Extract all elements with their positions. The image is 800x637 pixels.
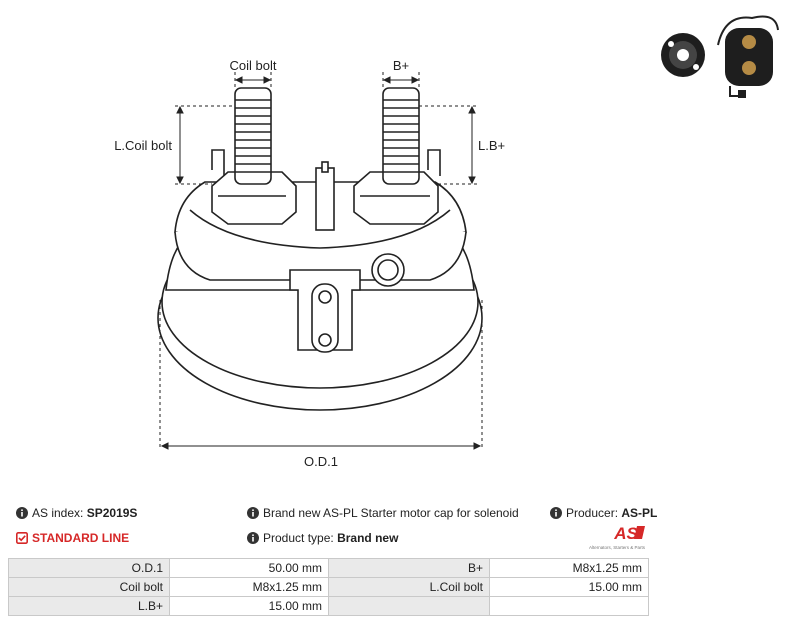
- description-text: Brand new AS-PL Starter motor cap for so…: [263, 506, 519, 520]
- spec-key-cell: Coil bolt: [8, 577, 170, 597]
- producer-value: AS-PL: [621, 506, 658, 520]
- spec-key-cell: O.D.1: [8, 558, 170, 578]
- info-circle-icon: [550, 507, 562, 519]
- spec-key-cell: B+: [328, 558, 490, 578]
- spec-value-cell: M8x1.25 mm: [489, 558, 649, 578]
- spec-value-cell: M8x1.25 mm: [169, 577, 329, 597]
- coil-bolt-label: Coil bolt: [230, 58, 277, 73]
- cap-body: [157, 149, 483, 411]
- product-photo[interactable]: [650, 5, 800, 105]
- producer-label: Producer:: [566, 506, 619, 520]
- as-index-value[interactable]: SP2019S: [86, 506, 138, 520]
- l-b-plus-label: L.B+: [478, 138, 505, 153]
- info-circle-icon: [247, 507, 259, 519]
- checkbox-check-icon: [16, 532, 28, 544]
- spec-value-cell: 15.00 mm: [489, 577, 649, 597]
- technical-drawing: Coil bolt B+ L.Coil bolt L.B+ O.D.1: [114, 5, 800, 469]
- spec-value-cell: 50.00 mm: [169, 558, 329, 578]
- b-plus-label: B+: [393, 58, 409, 73]
- b-plus-bolt: [382, 87, 420, 185]
- coil-bolt: [234, 87, 272, 185]
- l-coil-bolt-label: L.Coil bolt: [114, 138, 172, 153]
- svg-text:AS: AS: [613, 524, 638, 543]
- standard-line-badge: STANDARD LINE: [16, 531, 129, 545]
- spec-value-cell: [489, 596, 649, 616]
- spec-value-cell: 15.00 mm: [169, 596, 329, 616]
- producer: Producer: AS-PL: [550, 506, 657, 520]
- as-index-label: AS index:: [32, 506, 84, 520]
- as-pl-logo: AS Alternators, Starters & Parts: [586, 522, 648, 554]
- product-type-value: Brand new: [337, 531, 399, 545]
- product-type-label: Product type:: [263, 531, 334, 545]
- description: Brand new AS-PL Starter motor cap for so…: [247, 506, 519, 520]
- dimension-arrows: [160, 76, 482, 450]
- info-circle-icon: [16, 507, 28, 519]
- spec-key-cell: L.Coil bolt: [328, 577, 490, 597]
- spec-key-cell: L.B+: [8, 596, 170, 616]
- as-index: AS index: SP2019S: [16, 506, 137, 520]
- standard-line-label: STANDARD LINE: [32, 531, 130, 545]
- table-row: L.B+15.00 mm: [8, 596, 649, 616]
- info-circle-icon: [247, 532, 259, 544]
- svg-text:Alternators, Starters & Parts: Alternators, Starters & Parts: [589, 545, 646, 550]
- product-type: Product type: Brand new: [247, 531, 398, 545]
- spec-key-cell: [328, 596, 490, 616]
- od1-label: O.D.1: [304, 454, 338, 469]
